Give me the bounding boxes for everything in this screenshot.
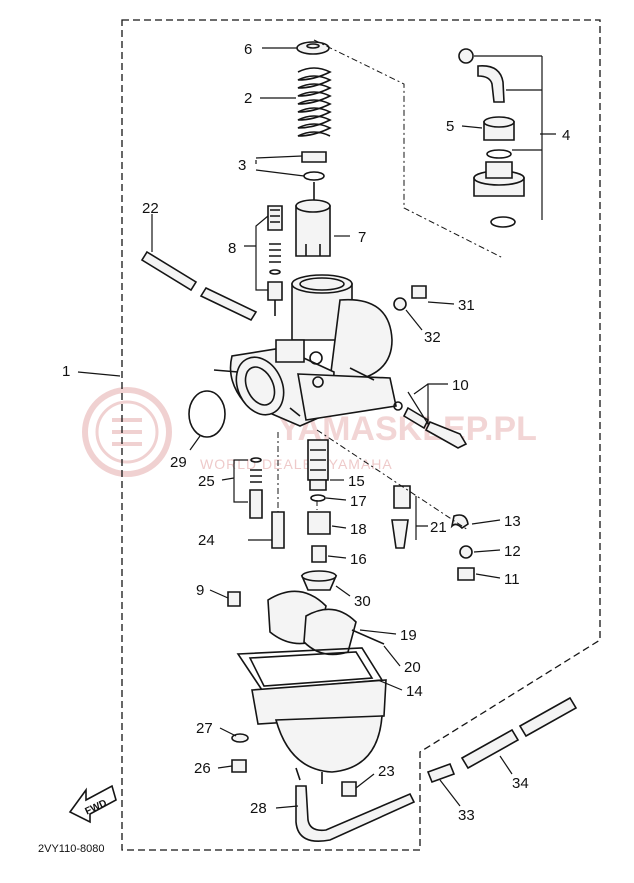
callout-7: 7 (358, 229, 366, 246)
callout-23: 23 (378, 763, 395, 780)
callout-20: 20 (404, 659, 421, 676)
part-o-ring (188, 390, 226, 438)
callout-12: 12 (504, 543, 521, 560)
part-rod (140, 250, 258, 322)
callout-26: 26 (194, 760, 211, 777)
watermark-logo-icon (82, 387, 172, 477)
part-fitting (426, 762, 456, 784)
callout-10: 10 (452, 377, 469, 394)
callout-3: 3 (238, 157, 246, 174)
part-top-cap-assembly (458, 48, 525, 228)
part-air-screw-set (393, 401, 468, 449)
part-drain-hose (295, 785, 416, 842)
part-slow-jet-set (249, 457, 285, 549)
part-float (267, 590, 385, 656)
callout-6: 6 (244, 41, 252, 58)
part-overflow-hose (460, 696, 578, 770)
callout-33: 33 (458, 807, 475, 824)
callout-18: 18 (350, 521, 367, 538)
callout-32: 32 (424, 329, 441, 346)
part-carburetor-body (213, 274, 397, 427)
callout-5: 5 (446, 118, 454, 135)
part-drain-plug (231, 733, 249, 773)
callout-15: 15 (348, 473, 365, 490)
callout-27: 27 (196, 720, 213, 737)
callout-30: 30 (354, 593, 371, 610)
callout-28: 28 (250, 800, 267, 817)
part-needle-jet (307, 439, 329, 491)
drawing-code: 2VY110-8080 (38, 843, 104, 855)
callout-1: 1 (62, 363, 70, 380)
callout-4: 4 (562, 127, 570, 144)
part-jet-stack (300, 494, 338, 591)
callout-24: 24 (198, 532, 215, 549)
callout-17: 17 (350, 493, 367, 510)
watermark-tagline: WORLD DEALER YAMAHA (200, 456, 393, 472)
callout-29: 29 (170, 454, 187, 471)
callout-16: 16 (350, 551, 367, 568)
part-throttle-valve (295, 199, 331, 257)
callout-2: 2 (244, 90, 252, 107)
part-spring (297, 67, 332, 137)
assembly-frame (121, 19, 601, 851)
callout-19: 19 (400, 627, 417, 644)
leader-lines (77, 47, 556, 809)
fwd-arrow-icon: FWD (68, 784, 117, 824)
callout-13: 13 (504, 513, 521, 530)
callout-21: 21 (430, 519, 447, 536)
callout-22: 22 (142, 200, 159, 217)
callout-34: 34 (512, 775, 529, 792)
part-float-chamber (236, 647, 387, 784)
callout-11: 11 (504, 571, 520, 588)
callout-labels: 6 2 3 22 8 7 5 4 31 32 1 10 29 15 25 17 … (62, 41, 570, 824)
part-pilot-screw-set (267, 205, 283, 316)
part-screw-washer (393, 285, 427, 311)
part-needle-set (301, 151, 327, 205)
callout-9: 9 (196, 582, 204, 599)
callout-25: 25 (198, 473, 215, 490)
callout-31: 31 (458, 297, 475, 314)
part-seal (296, 41, 330, 55)
callout-8: 8 (228, 240, 236, 257)
part-float-valve (391, 485, 475, 581)
callout-14: 14 (406, 683, 423, 700)
part-hose-clamp (341, 781, 357, 797)
part-drain-screw (227, 591, 241, 607)
